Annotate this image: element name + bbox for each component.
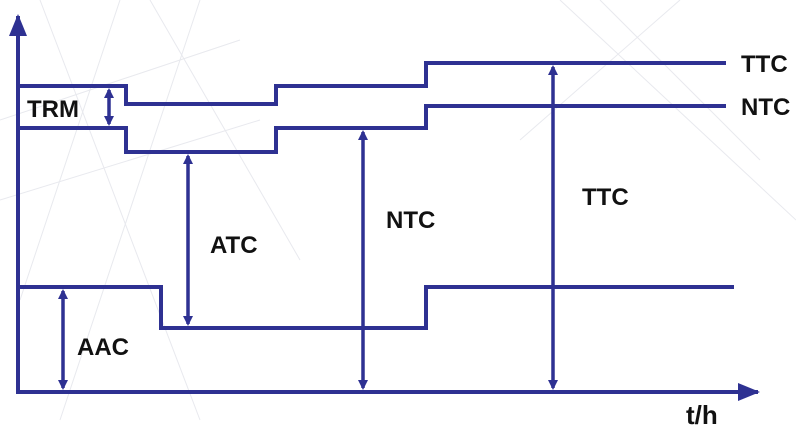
- atc-label: ATC: [210, 232, 258, 259]
- ntc-right-label: NTC: [741, 94, 790, 121]
- background-tower-watermark: [0, 0, 796, 421]
- x-axis-label: t/h: [686, 400, 718, 430]
- aac-line: [18, 285, 734, 330]
- ntc-line: [18, 104, 726, 154]
- aac-label: AAC: [77, 334, 129, 361]
- ntc-mid-label: NTC: [386, 207, 435, 234]
- axes: [8, 14, 760, 401]
- trm-label: TRM: [27, 96, 79, 123]
- ttc-line: [18, 61, 726, 106]
- curves: [18, 61, 734, 330]
- ttc-right-label: TTC: [741, 51, 788, 78]
- dimension-arrows: [58, 65, 558, 390]
- ttc-mid-label: TTC: [582, 184, 629, 211]
